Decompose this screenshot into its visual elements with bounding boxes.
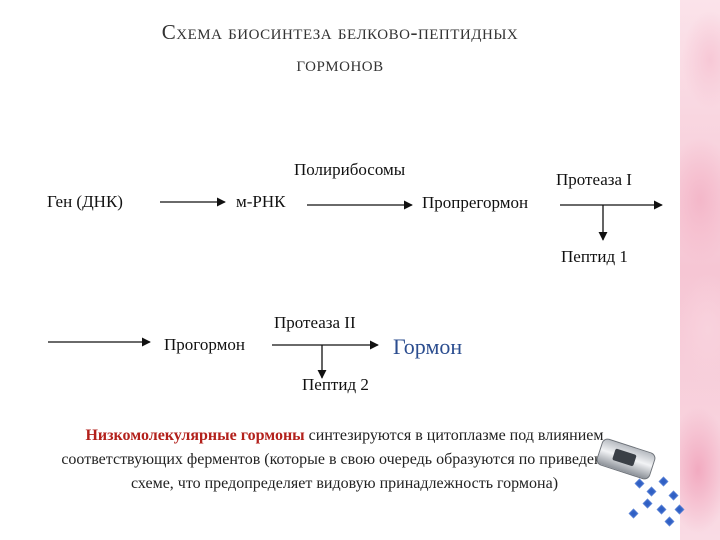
label-polyribosomes: Полирибосомы (294, 160, 406, 179)
label-hormone: Гормон (393, 334, 463, 359)
label-peptide-1: Пептид 1 (561, 247, 628, 266)
description-highlight: Низкомолекулярные гормоны (85, 427, 305, 444)
label-preprohormone: Пропрегормон (422, 193, 529, 212)
page-title-line-2: гормонов (296, 52, 384, 76)
label-gene: Ген (ДНК) (47, 192, 123, 211)
label-protease-2: Протеаза II (274, 313, 356, 332)
label-mrna: м-РНК (236, 192, 286, 211)
description-text: синтезируются в цитоплазме под влиянием … (61, 427, 628, 492)
label-protease-1: Протеаза I (556, 170, 632, 189)
description-paragraph: Низкомолекулярные гормоны синтезируются … (52, 424, 637, 496)
label-peptide-2: Пептид 2 (302, 375, 369, 394)
decorative-petals (680, 0, 720, 540)
page-title-line-1: Схема биосинтеза белково-пептидных (161, 20, 519, 44)
label-prohormone: Прогормон (164, 335, 245, 354)
